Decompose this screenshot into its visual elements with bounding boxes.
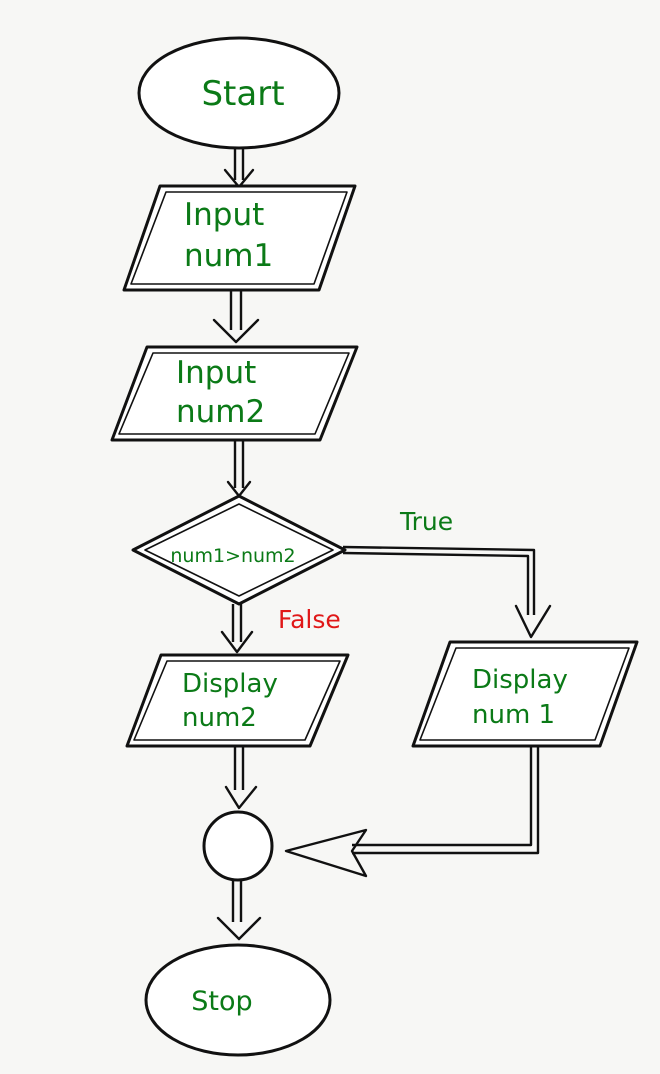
merge-connector-circle: [202, 810, 274, 882]
false-label: False: [278, 605, 341, 634]
connector-display-num2-to-merge: [224, 746, 258, 810]
true-label: True: [399, 507, 453, 536]
connector-input-num1-to-input-num2: [212, 290, 260, 344]
input-num2-line1: Input: [176, 355, 256, 391]
input-num1-line2: num1: [184, 238, 273, 274]
start-terminal: Start: [137, 36, 341, 150]
decision-label: num1>num2: [170, 545, 295, 567]
display-num1-node: Display num 1: [411, 640, 639, 748]
connector-merge-to-stop: [216, 880, 262, 941]
display-num2-line1: Display: [182, 669, 278, 699]
input-num1-node: Input num1: [122, 184, 357, 292]
connector-display-num1-to-merge: [284, 746, 540, 878]
display-num2-node: Display num2: [125, 653, 350, 748]
stop-terminal: Stop: [144, 943, 332, 1057]
connector-true-branch: [342, 545, 552, 639]
input-num2-line2: num2: [176, 394, 265, 430]
display-num2-line2: num2: [182, 703, 257, 733]
stop-label: Stop: [191, 986, 252, 1017]
decision-diamond: num1>num2: [131, 494, 347, 606]
input-num2-node: Input num2: [110, 345, 359, 442]
display-num1-line1: Display: [472, 665, 568, 695]
connector-false-branch: [220, 604, 254, 654]
connector-input-num2-to-decision: [226, 440, 252, 498]
display-num1-line2: num 1: [472, 700, 555, 730]
input-num1-line1: Input: [184, 197, 264, 233]
connector-start-to-input-num1: [223, 148, 255, 189]
start-label: Start: [201, 74, 284, 114]
